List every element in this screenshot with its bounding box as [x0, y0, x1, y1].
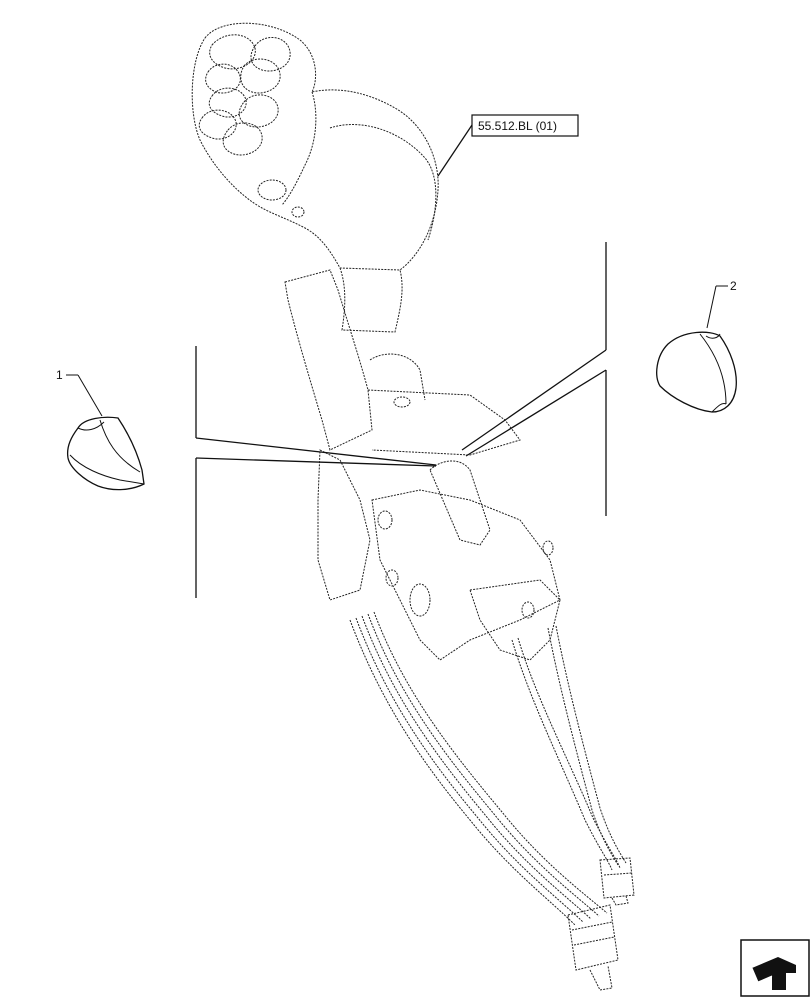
- arrow-page-icon[interactable]: [740, 939, 810, 997]
- leader-lines: [66, 124, 728, 598]
- joystick-assembly: [191, 22, 635, 991]
- part-1-cap: [66, 416, 145, 491]
- reference-label[interactable]: 55.512.BL (01): [478, 119, 557, 133]
- item-1-label: 1: [56, 368, 63, 382]
- cable-bundle-right: [511, 625, 635, 906]
- reference-callout[interactable]: 55.512.BL (01): [471, 114, 579, 137]
- part-2-cap: [656, 331, 737, 413]
- item-2-label: 2: [730, 279, 737, 293]
- joystick-buttons: [198, 34, 305, 218]
- cable-bundle-left: [349, 611, 619, 991]
- reference-box: [471, 114, 579, 137]
